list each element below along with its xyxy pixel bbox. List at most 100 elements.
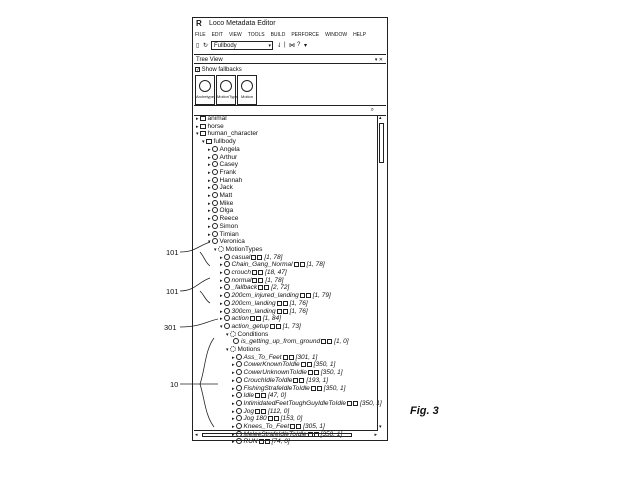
expand-arrow-icon[interactable]: ▸ [232,377,235,384]
tree-node[interactable]: ▸Idle[47, 0] [232,392,286,400]
expand-arrow-icon[interactable]: ▸ [208,231,211,238]
flag-box-icon[interactable] [252,270,258,275]
flag-box-icon[interactable] [255,316,261,322]
menu-item-perforce[interactable]: PERFORCE [291,32,320,38]
expand-arrow-icon[interactable]: ▸ [232,370,235,377]
tab-motiontype[interactable]: MotionType [216,75,238,105]
expand-arrow-open-icon[interactable]: ▾ [196,131,199,138]
tree-node[interactable]: ▾fullbody [202,138,236,146]
flag-box-icon[interactable] [264,439,270,445]
dropdown-arrow-icon[interactable]: ▾ [304,43,308,49]
expand-arrow-icon[interactable]: ▸ [208,223,211,230]
expand-arrow-open-icon[interactable]: ▾ [226,331,229,338]
expand-arrow-icon[interactable]: ▸ [208,216,211,223]
tree-node[interactable]: ▸Olga [208,207,233,215]
flag-box-icon[interactable] [310,385,316,391]
tree-node[interactable]: ▾MotionTypes [214,245,262,254]
tree-node[interactable]: ▸CowerKnownToIdle[350, 1] [232,361,335,369]
expand-arrow-icon[interactable]: ▸ [196,116,199,122]
tree-node[interactable]: ▸Angela [208,145,240,154]
flag-box-icon[interactable] [293,377,299,383]
expand-arrow-icon[interactable]: ▸ [208,154,211,161]
tab-motion[interactable]: Motion [237,75,257,105]
expand-arrow-icon[interactable]: ▸ [208,193,211,199]
expand-arrow-icon[interactable]: ▸ [232,439,235,446]
expand-arrow-open-icon[interactable]: ▾ [214,246,217,253]
flag-box-icon[interactable] [299,293,305,299]
flag-box-icon[interactable] [353,400,359,406]
flag-box-icon[interactable] [282,354,288,360]
expand-arrow-open-icon[interactable]: ▾ [220,323,223,330]
tree-node[interactable]: ▸Reece [208,215,238,223]
tree-node[interactable]: ▸300cm_landing[1, 76] [220,307,308,316]
flag-box-icon[interactable] [290,424,296,429]
show-fallbacks-toggle[interactable]: ✓ Show fallbacks [195,66,242,74]
flag-box-icon[interactable] [276,308,282,314]
flag-box-icon[interactable] [300,362,306,368]
expand-arrow-icon[interactable]: ▸ [220,308,223,315]
help-icon[interactable]: ? [297,42,301,48]
expand-arrow-icon[interactable]: ▸ [208,200,211,207]
tree-node[interactable]: ▾Conditions [226,330,268,339]
expand-arrow-icon[interactable]: ▸ [220,262,223,269]
scroll-right-icon[interactable]: ▸ [374,432,377,438]
scroll-down-icon[interactable]: ▾ [379,424,382,430]
tree-node[interactable]: ▸RUN[74, 0] [232,438,290,446]
menu-item-window[interactable]: WINDOW [325,32,348,38]
tree-node[interactable]: ▸casual[1, 78] [220,253,282,262]
tree-node[interactable]: ▾human_character [196,130,258,138]
vertical-scroll-thumb[interactable] [379,123,384,163]
expand-arrow-icon[interactable]: ▸ [232,393,235,400]
expand-arrow-icon[interactable]: ▸ [220,285,223,292]
search-row[interactable]: ⌕ [194,106,386,116]
tree-node[interactable]: ▸Simon [208,222,238,231]
tree-node[interactable]: ▸FishingStrafeIdleToIdle[350, 1] [232,384,345,393]
tree-node[interactable]: ▸Jack [208,184,233,192]
flag-box-icon[interactable] [249,316,255,322]
expand-arrow-icon[interactable]: ▸ [220,270,223,276]
tree-node[interactable]: ▸Jog 180[153, 0] [232,415,302,423]
flag-box-icon[interactable] [306,362,312,368]
flag-box-icon[interactable] [267,416,273,422]
flag-box-icon[interactable] [252,277,258,283]
expand-arrow-icon[interactable]: ▸ [232,431,235,438]
flag-box-icon[interactable] [261,408,266,414]
menu-item-tools[interactable]: TOOLS [247,32,265,38]
link-icon[interactable]: ⋈ [289,43,295,49]
tree-node[interactable]: ▾action_getup[1, 73] [220,322,301,331]
tree-node[interactable]: ▸CrouchIdleToIdle[193, 1] [232,376,328,385]
expand-arrow-icon[interactable]: ▸ [220,300,223,307]
flag-box-icon[interactable] [258,439,264,445]
tree-node[interactable]: ▸200cm_landing[1, 76] [220,299,308,308]
expand-arrow-icon[interactable]: ▸ [196,123,199,130]
flag-box-icon[interactable] [299,377,305,383]
scroll-up-icon[interactable]: ▴ [379,115,382,121]
expand-arrow-icon[interactable]: ▸ [208,185,211,192]
tree-node[interactable]: ▸animal [196,115,227,123]
flag-box-icon[interactable] [255,393,260,399]
flag-box-icon[interactable] [296,424,302,429]
flag-box-icon[interactable] [255,408,260,414]
scroll-left-icon[interactable]: ◂ [195,432,198,438]
search-icon[interactable]: ⌕ [370,107,374,113]
flag-box-icon[interactable] [257,254,263,260]
expand-arrow-icon[interactable]: ▸ [232,424,235,430]
tree-node[interactable]: ▸Casey [208,161,238,169]
expand-arrow-icon[interactable]: ▸ [232,385,235,392]
flag-box-icon[interactable] [313,370,319,376]
flag-box-icon[interactable] [276,300,282,306]
panel-controls[interactable]: ▾ ✕ [374,57,383,63]
expand-arrow-icon[interactable]: ▸ [220,254,223,261]
flag-box-icon[interactable] [269,323,275,329]
tree-node[interactable]: ▸Hannah [208,176,242,185]
expand-arrow-icon[interactable]: ▸ [232,416,235,423]
tree-node[interactable]: ▸_fallback[2, 72] [220,284,289,292]
flag-box-icon[interactable] [258,277,264,283]
tree-node[interactable]: ▸horse [196,123,224,131]
flag-box-icon[interactable] [261,393,266,399]
tree-node[interactable]: ▸action[1, 84] [220,315,281,323]
tree-node[interactable]: ▸Ass_To_Feet[301, 1] [232,353,317,362]
expand-arrow-icon[interactable]: ▸ [208,169,211,176]
expand-arrow-open-icon[interactable]: ▾ [202,139,205,146]
flag-box-icon[interactable] [321,339,327,345]
